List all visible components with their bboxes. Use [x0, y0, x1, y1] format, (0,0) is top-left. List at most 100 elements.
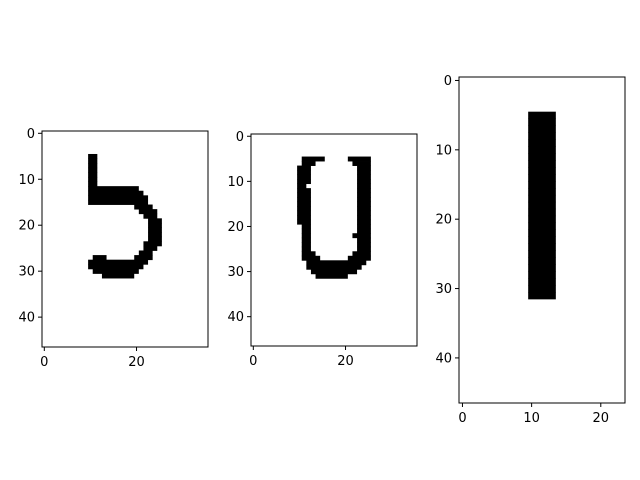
pixel-run	[357, 165, 371, 171]
pixel-run	[143, 241, 162, 247]
pixel-run	[92, 255, 107, 261]
pixel-run	[301, 161, 316, 166]
pixel-run	[357, 224, 371, 230]
y-tick-label: 30	[435, 282, 452, 297]
pixel-run	[528, 153, 556, 161]
x-tick-label: 20	[128, 355, 145, 370]
pixel-run	[528, 215, 556, 224]
pixel-run	[528, 125, 556, 133]
pixel-run	[528, 264, 556, 272]
pixel-run	[88, 195, 149, 201]
pixel-run	[357, 188, 371, 194]
pixel-run	[357, 219, 371, 225]
pixel-run	[297, 165, 311, 171]
pixel-run	[357, 228, 371, 234]
pixel-run	[297, 201, 311, 207]
pixel-run	[357, 242, 371, 248]
y-tick-label: 10	[18, 173, 35, 188]
y-tick-label: 40	[18, 311, 35, 326]
pixel-run	[357, 215, 371, 221]
pixel-run	[297, 188, 311, 194]
pixel-run	[528, 250, 556, 258]
pixel-run	[528, 111, 556, 120]
pixel-run	[357, 170, 371, 175]
pixel-run	[528, 285, 556, 293]
y-tick-label: 40	[435, 351, 452, 366]
pixel-run	[528, 271, 556, 279]
pixel-run	[528, 194, 556, 203]
pixel-run	[357, 237, 371, 243]
pixel-run	[528, 229, 556, 237]
pixel-run	[148, 236, 162, 242]
pixel-run	[92, 268, 139, 274]
y-tick-label: 20	[227, 220, 244, 235]
pixel-run	[301, 251, 316, 257]
pixel-run	[297, 174, 311, 180]
pixel-run	[301, 156, 325, 162]
pixel-run	[357, 201, 371, 207]
pixel-run	[528, 201, 556, 210]
pixel-run	[297, 170, 311, 175]
pixel-run	[148, 232, 162, 238]
pixel-run	[306, 264, 362, 270]
pixel-run	[101, 273, 135, 279]
pixel-run	[528, 174, 556, 182]
pixel-run	[528, 236, 556, 244]
pixel-run	[310, 269, 358, 275]
pixel-run	[357, 183, 371, 189]
pixel-run	[528, 187, 556, 196]
pixel-run	[357, 197, 371, 203]
pixel-run	[357, 246, 371, 252]
pixel-run	[148, 222, 162, 228]
y-tick-label: 20	[18, 219, 35, 234]
x-tick-label: 20	[593, 411, 610, 426]
pixel-run	[297, 197, 311, 203]
pixel-run	[134, 204, 153, 210]
pixel-run	[297, 183, 307, 189]
y-tick-label: 10	[435, 143, 452, 158]
y-tick-label: 0	[236, 130, 244, 145]
pixel-run	[352, 251, 371, 257]
pixel-run	[134, 255, 153, 261]
pixel-run	[357, 174, 371, 180]
pixel-run	[88, 167, 98, 173]
pixel-run	[88, 163, 98, 169]
pixel-run	[357, 206, 371, 212]
plot-background	[42, 131, 208, 347]
pixel-run	[301, 255, 321, 261]
pixel-run	[301, 228, 311, 234]
pixel-run	[347, 156, 371, 162]
pixel-run	[528, 243, 556, 251]
pixel-run	[88, 264, 144, 270]
pixel-run	[138, 209, 158, 215]
y-tick-label: 10	[227, 175, 244, 190]
axes-frame	[250, 133, 418, 347]
pixel-run	[297, 192, 311, 198]
y-tick-label: 40	[227, 310, 244, 325]
pixel-run	[357, 192, 371, 198]
axes-frame	[458, 76, 626, 404]
pixel-run	[297, 206, 311, 212]
pixel-run	[528, 292, 556, 300]
pixel-run	[301, 233, 311, 239]
pixel-run	[301, 224, 311, 230]
pixel-run	[301, 237, 311, 243]
pixel-run	[528, 181, 556, 189]
pixel-run	[357, 210, 371, 216]
pixel-run	[88, 186, 139, 192]
pixel-run	[528, 167, 556, 175]
pixel-run	[357, 179, 371, 185]
pixel-run	[528, 208, 556, 217]
pixel-run	[528, 132, 556, 140]
pixel-run	[297, 179, 311, 185]
axes-frame	[41, 130, 209, 348]
pixel-run	[297, 219, 311, 225]
pixel-run	[315, 273, 348, 279]
pixel-run	[88, 176, 98, 182]
pixel-run	[301, 246, 311, 252]
pixel-run	[143, 245, 158, 251]
